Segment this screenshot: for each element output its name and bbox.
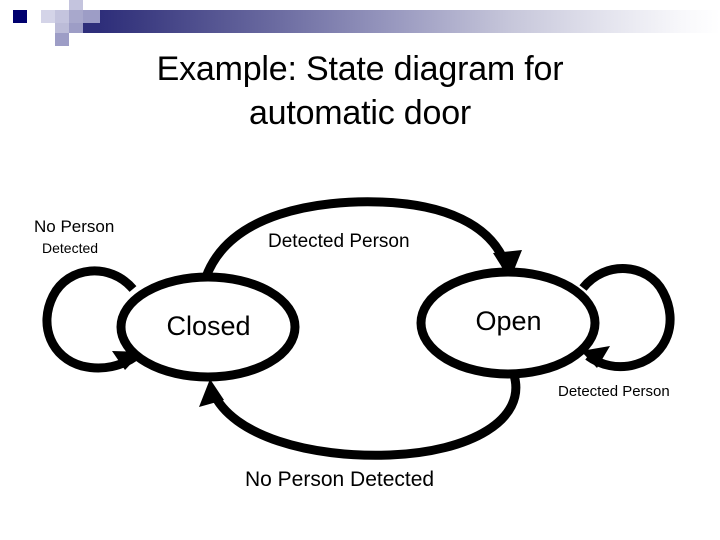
decorative-square xyxy=(55,23,69,33)
decorative-square xyxy=(41,33,55,46)
transition-closed-to-open-arrowhead xyxy=(493,250,522,280)
transition-label-open-to-closed: No Person Detected xyxy=(245,468,435,491)
header-decoration xyxy=(0,0,720,46)
decorative-square xyxy=(41,10,55,23)
page-title: Example: State diagram for automatic doo… xyxy=(60,48,660,135)
decorative-square xyxy=(27,0,41,10)
decorative-square xyxy=(55,33,69,46)
decorative-square xyxy=(83,0,100,10)
transition-open-self-arrowhead xyxy=(581,346,610,368)
transition-closed-self-loop xyxy=(42,266,139,373)
state-label-open: Open xyxy=(475,306,542,336)
transition-label-open-self: Detected Person xyxy=(558,383,670,400)
decorative-square xyxy=(69,0,83,10)
header-gradient-bar xyxy=(100,10,720,33)
transition-open-to-closed-arc xyxy=(208,373,521,460)
decorative-square xyxy=(69,23,83,33)
transition-open-to-closed-arrowhead xyxy=(199,379,224,407)
state-label-closed: Closed xyxy=(166,311,251,341)
transition-open-self-loop xyxy=(579,264,675,372)
transition-label-closed-to-open: Detected Person xyxy=(268,231,410,252)
decorative-square xyxy=(55,0,69,10)
decorative-square xyxy=(41,0,55,10)
decorative-square xyxy=(41,23,55,33)
page-title-line-2: automatic door xyxy=(248,93,472,132)
transition-label-closed-self-line-2: Detected xyxy=(42,240,99,256)
decorative-square xyxy=(55,10,69,23)
decorative-square xyxy=(83,23,100,33)
decorative-square xyxy=(69,10,83,23)
decorative-square xyxy=(69,33,83,46)
page-title-line-1: Example: State diagram for xyxy=(156,50,564,88)
decorative-square xyxy=(83,10,100,23)
transition-label-closed-self-line-1: No Person xyxy=(34,217,115,236)
state-node-open[interactable] xyxy=(416,267,600,379)
decorative-square xyxy=(13,10,27,23)
state-node-closed[interactable] xyxy=(116,272,300,382)
transition-closed-to-open-arc xyxy=(201,197,513,279)
